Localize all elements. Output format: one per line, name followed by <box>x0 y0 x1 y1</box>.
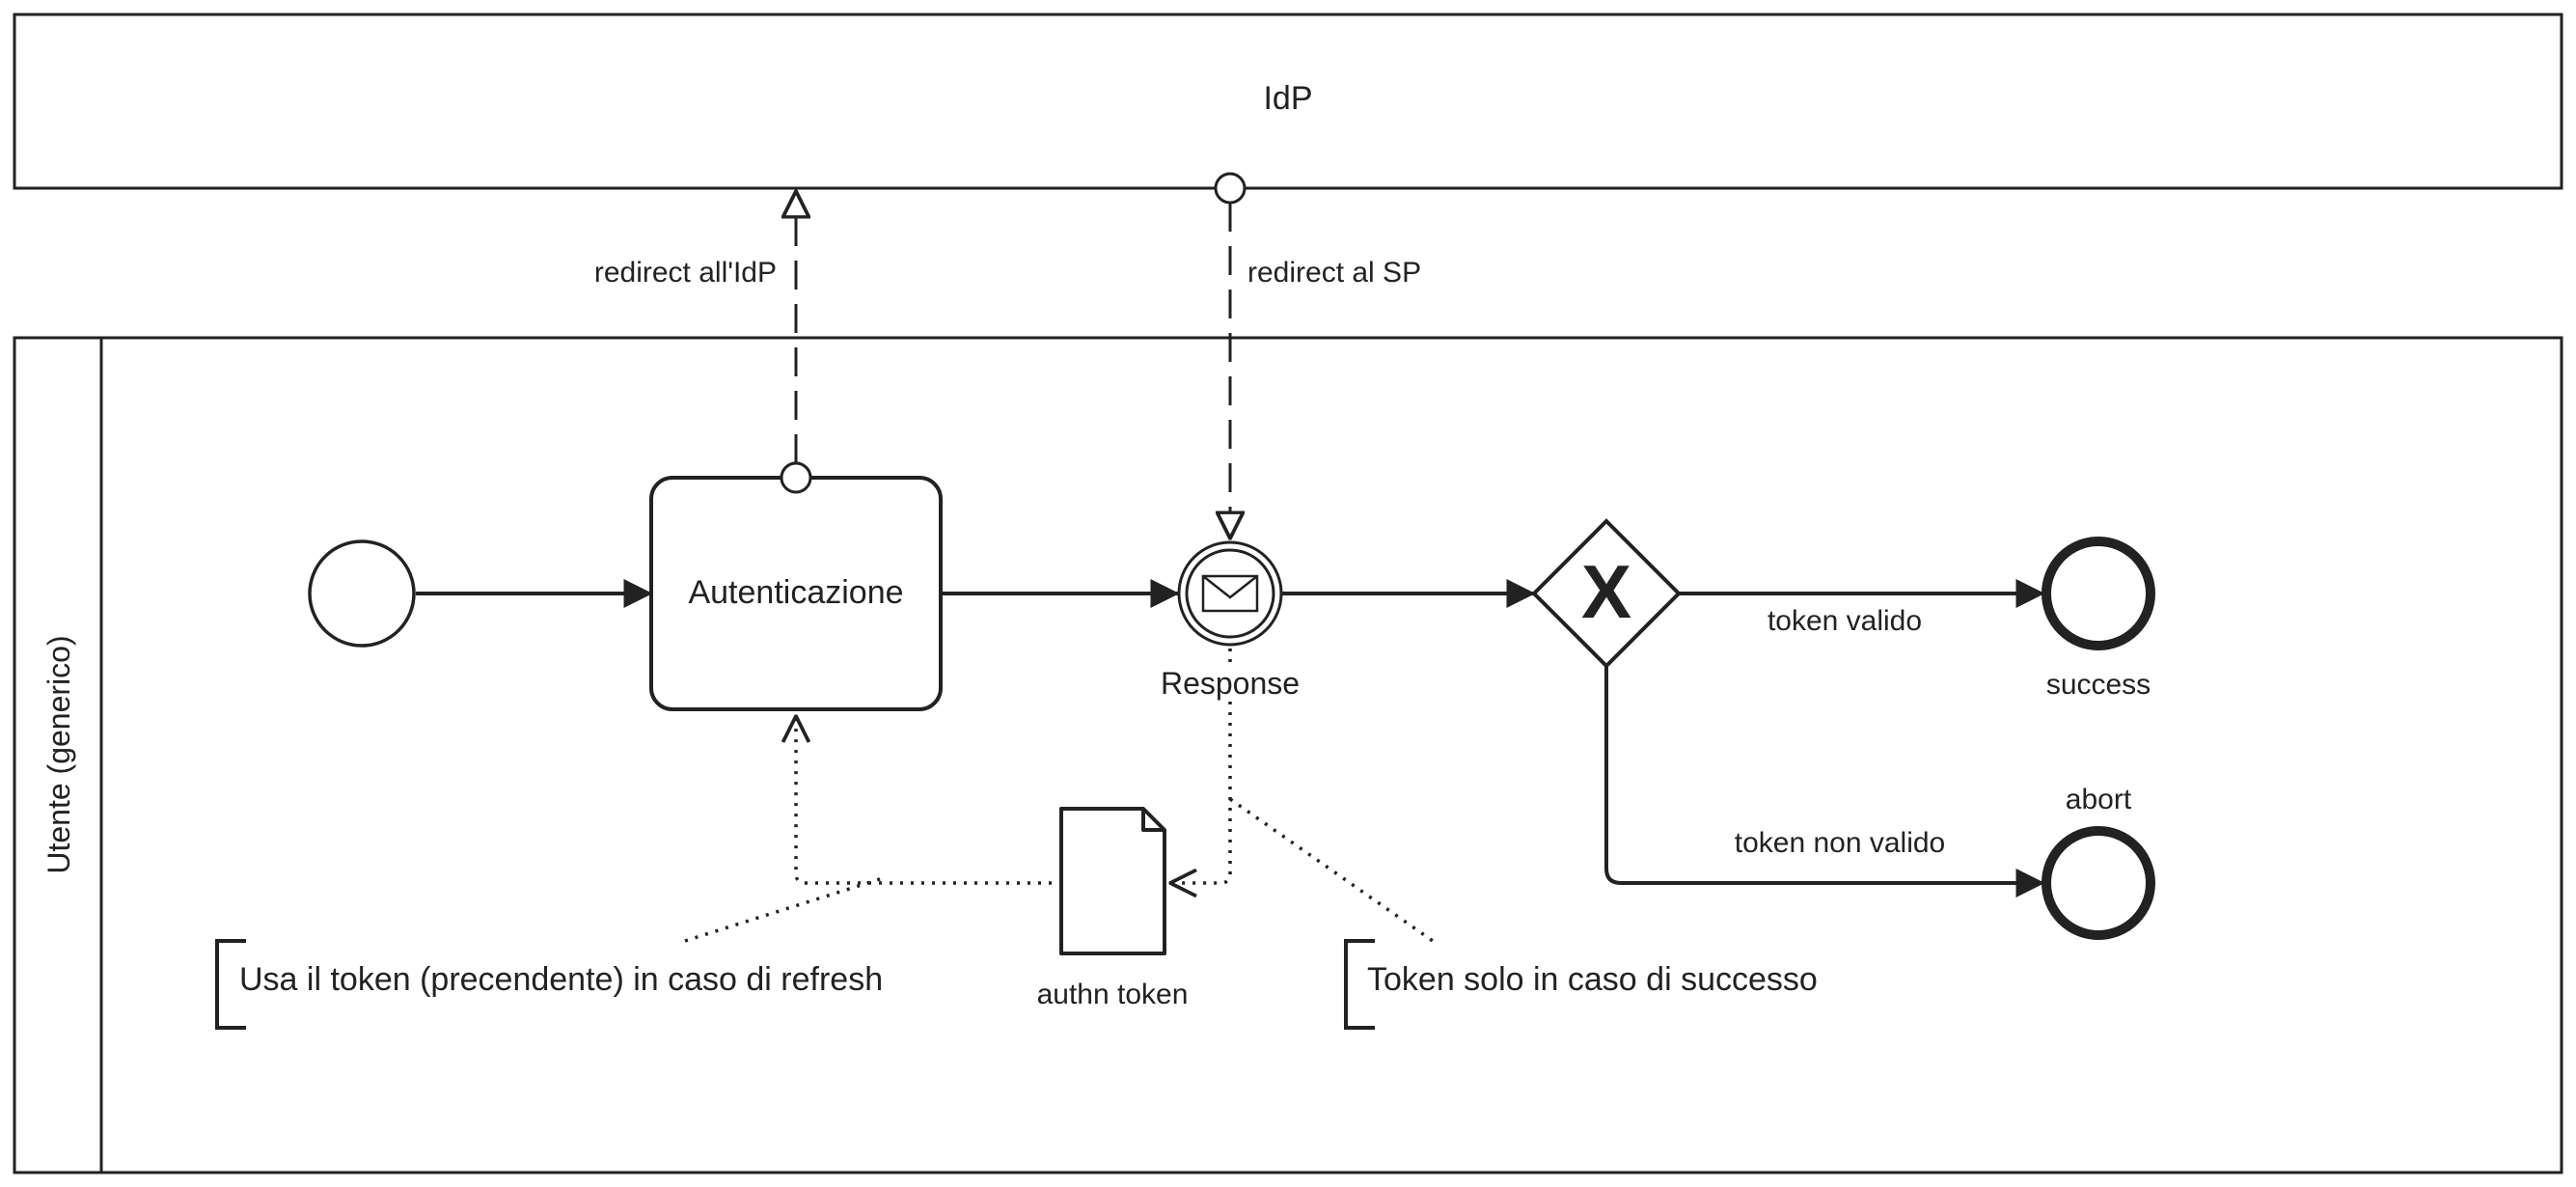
pool-user-label: Utente (generico) <box>41 635 76 873</box>
end-event-success[interactable]: success <box>2042 537 2155 701</box>
pool-user[interactable]: Utente (generico) <box>13 336 2563 1174</box>
annotation-refresh[interactable]: Usa il token (precendente) in caso di re… <box>215 939 883 1030</box>
start-event[interactable] <box>308 539 416 648</box>
message-flow-to-idp[interactable]: redirect all'IdP <box>594 191 812 494</box>
task-autenticazione-label: Autenticazione <box>688 574 903 611</box>
gateway-x-marker: X <box>1581 549 1631 634</box>
annotation-refresh-text: Usa il token (precendente) in caso di re… <box>239 961 883 998</box>
sequence-flow-token-valid-label: token valido <box>1768 605 1922 637</box>
annotation-success-only[interactable]: Token solo in caso di successo <box>1344 939 1818 1030</box>
pool-idp[interactable]: IdP <box>13 13 2563 190</box>
annotation-association-refresh <box>684 876 884 943</box>
data-object-authn-token[interactable]: authn token <box>1037 807 1189 1010</box>
message-flow-to-sp[interactable]: redirect al SP <box>1214 172 1421 538</box>
end-event-abort[interactable]: abort <box>2042 784 2155 940</box>
data-association-token-to-task[interactable] <box>796 716 1052 885</box>
data-association-response-to-token[interactable] <box>1170 627 1232 883</box>
sequence-flow-token-invalid[interactable]: token non valido <box>1604 666 2045 897</box>
data-object-authn-token-label: authn token <box>1037 979 1189 1010</box>
response-event[interactable]: Response <box>1153 540 1307 701</box>
sequence-flow-token-invalid-label: token non valido <box>1735 827 1946 859</box>
end-event-success-label: success <box>2046 669 2151 701</box>
envelope-icon <box>1201 574 1259 613</box>
response-event-label: Response <box>1161 666 1300 701</box>
exclusive-gateway[interactable]: X <box>1531 518 1682 669</box>
end-event-abort-label: abort <box>2066 784 2132 815</box>
task-autenticazione[interactable]: Autenticazione <box>649 476 943 711</box>
annotation-success-only-text: Token solo in caso di successo <box>1367 961 1818 998</box>
pool-idp-label: IdP <box>1263 80 1312 117</box>
message-flow-to-sp-label: redirect al SP <box>1247 257 1421 289</box>
message-flow-source-marker <box>780 461 812 494</box>
message-flow-to-idp-label: redirect all'IdP <box>594 257 777 289</box>
sequence-flow-token-valid[interactable]: token valido <box>1679 579 2045 637</box>
